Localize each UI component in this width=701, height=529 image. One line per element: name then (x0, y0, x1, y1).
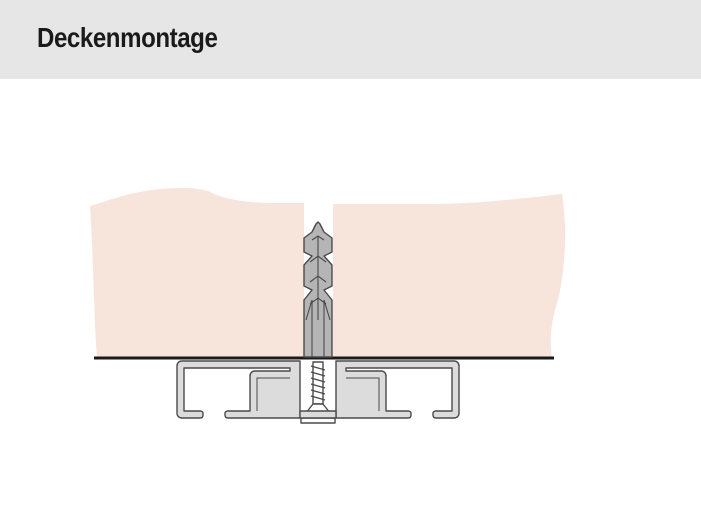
ceiling-slab-left (90, 188, 304, 357)
page-title: Deckenmontage (37, 22, 218, 53)
header-bar: Deckenmontage (0, 0, 701, 79)
wall-plug (303, 221, 333, 358)
ceiling-rail-profile (176, 360, 460, 419)
ceiling-slab-right (333, 194, 566, 357)
